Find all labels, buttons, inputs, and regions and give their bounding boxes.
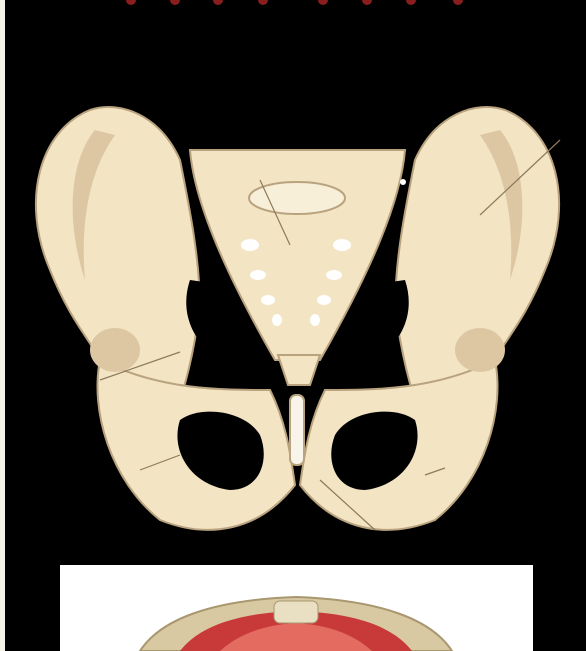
pelvis-floor-illustration xyxy=(60,565,533,651)
left-edge-strip xyxy=(0,0,5,651)
pelvis-illustration xyxy=(20,90,575,540)
pubic-symphysis xyxy=(290,395,304,465)
coccyx xyxy=(278,355,320,385)
red-marks-top xyxy=(118,0,478,8)
lower-illustration-panel xyxy=(60,565,533,651)
